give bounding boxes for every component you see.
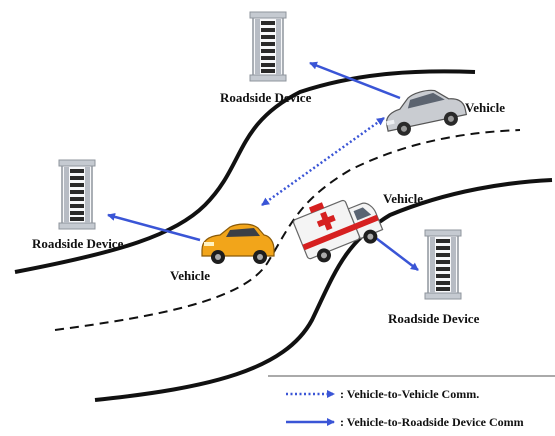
road-edge-upper: [14, 69, 476, 274]
vehicle-label-mid: Vehicle: [170, 268, 210, 283]
v2v-arrow: [261, 116, 385, 207]
legend-v2r-label: : Vehicle-to-Roadside Device Comm: [340, 415, 524, 429]
roadside-device-label-left: Roadside Device: [32, 236, 124, 251]
legend-v2v-label: : Vehicle-to-Vehicle Comm.: [340, 387, 479, 401]
car-icon: [201, 223, 275, 264]
roadside-device-label-top: Roadside Device: [220, 90, 312, 105]
roadside-device-label-right: Roadside Device: [388, 311, 480, 326]
road: [14, 69, 553, 402]
legend: : Vehicle-to-Vehicle Comm. : Vehicle-to-…: [268, 375, 555, 429]
vehicle-label-top: Vehicle: [465, 100, 505, 115]
roadside-device-icon: [424, 229, 462, 300]
roadside-device-icon: [58, 159, 96, 230]
roadside-device-icon: [249, 11, 287, 82]
vehicle-label-ambulance: Vehicle: [383, 191, 423, 206]
road-center-line: [54, 129, 521, 331]
car-icon: [385, 89, 468, 136]
road-edge-lower: [94, 178, 553, 402]
ambulance-icon: [292, 199, 384, 263]
